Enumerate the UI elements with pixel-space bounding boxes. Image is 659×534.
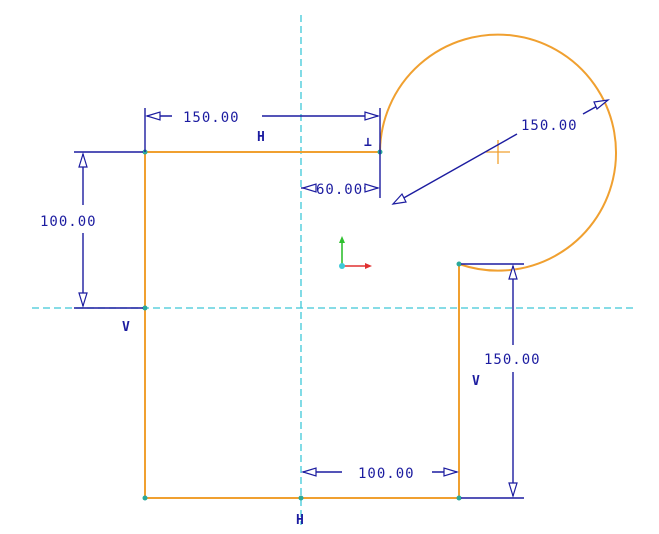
dim-label-left-height: 100.00 <box>40 214 97 230</box>
dimension-right-height[interactable]: 150.00 <box>461 263 541 499</box>
dimension-top-width[interactable]: 150.00 <box>144 108 381 152</box>
dimension-bottom-offset[interactable]: 100.00 <box>300 466 460 482</box>
vertex-bottom-mid[interactable] <box>298 495 304 501</box>
perpendicular-constraint[interactable]: ⊥ <box>364 135 372 150</box>
vertex-arc-end[interactable] <box>456 261 462 267</box>
vertical-constraint-left[interactable]: V <box>122 320 130 335</box>
coordinate-axes-icon <box>339 236 372 269</box>
dimension-offset[interactable]: 60.00 <box>300 152 381 198</box>
horizontal-constraint-bottom[interactable]: H <box>296 513 304 528</box>
dim-label-right-height: 150.00 <box>484 352 541 368</box>
dim-label-arc-radius: 150.00 <box>521 118 578 134</box>
dimension-arc-radius[interactable]: 150.00 <box>391 99 611 205</box>
dim-label-offset: 60.00 <box>316 182 363 198</box>
dim-label-top-width: 150.00 <box>183 110 240 126</box>
horizontal-constraint-top[interactable]: H <box>257 130 265 145</box>
vertex-bottom-right[interactable] <box>456 495 462 501</box>
arc-center-marker[interactable] <box>486 140 510 164</box>
dimension-left-height[interactable]: 100.00 <box>40 151 143 309</box>
vertex-bottom-left[interactable] <box>142 495 148 501</box>
arc-edge[interactable] <box>379 33 617 272</box>
vertical-constraint-right[interactable]: V <box>472 374 480 389</box>
sketch-profile[interactable] <box>144 33 617 499</box>
vertex-left-mid[interactable] <box>142 305 148 311</box>
dim-label-bottom-offset: 100.00 <box>358 466 415 482</box>
